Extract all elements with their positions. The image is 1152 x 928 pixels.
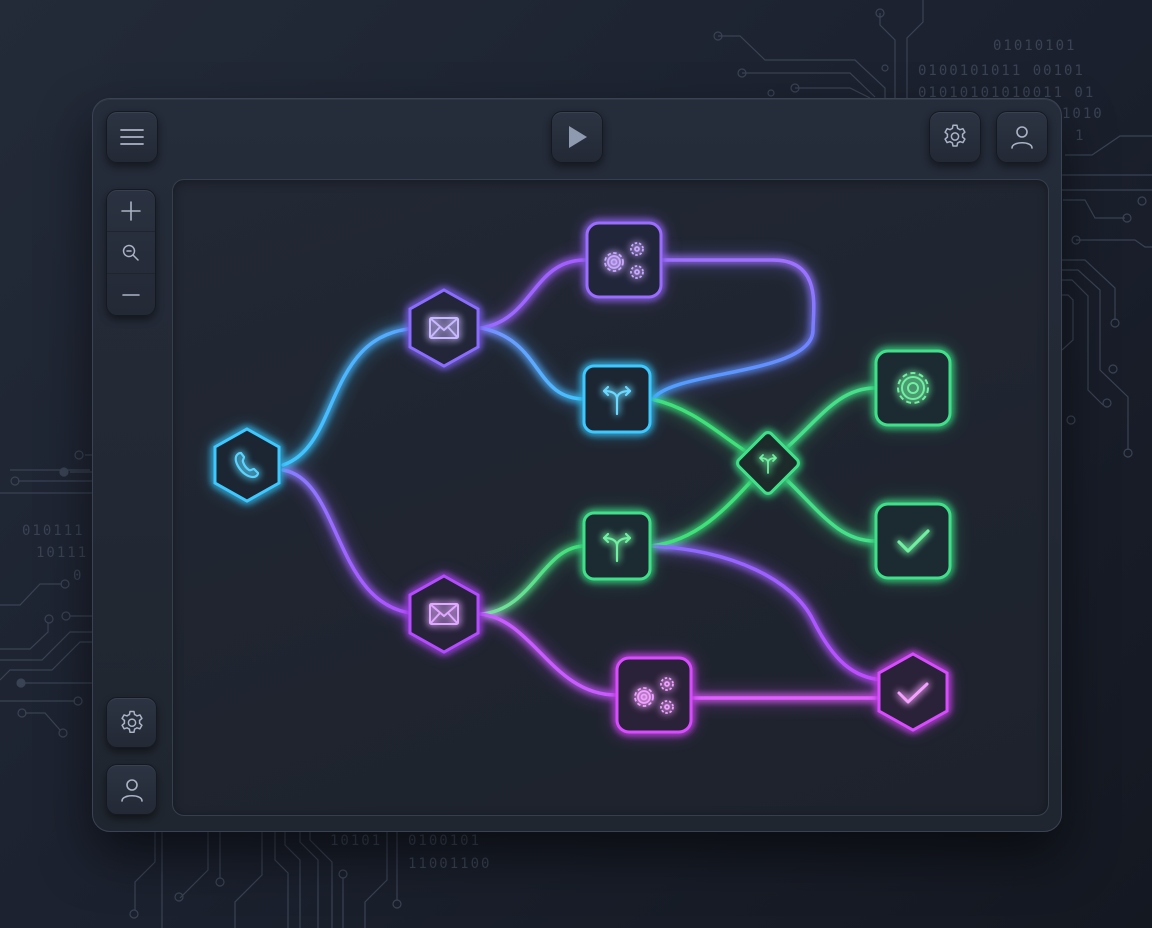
- zoom-in-button[interactable]: [107, 190, 155, 232]
- binary-text: 1: [1075, 128, 1085, 144]
- workflow-graph: [213, 220, 953, 735]
- minus-icon: [122, 293, 140, 296]
- edge-email-process: [479, 258, 587, 330]
- edge-emailb-splitb: [479, 544, 587, 616]
- binary-text: 010111: [22, 523, 85, 539]
- profile-button[interactable]: [996, 111, 1048, 163]
- binary-text: 0100101: [408, 833, 481, 849]
- binary-text: 01010101010011 01: [918, 85, 1095, 101]
- workflow-canvas[interactable]: [172, 179, 1049, 816]
- menu-button[interactable]: [106, 111, 158, 163]
- node-process-bottom[interactable]: [614, 655, 694, 735]
- user-icon: [1011, 126, 1033, 149]
- hamburger-menu-icon: [120, 129, 144, 145]
- sidebar-settings-button[interactable]: [106, 697, 157, 748]
- gear-icon: [944, 124, 966, 147]
- run-workflow-button[interactable]: [551, 111, 603, 163]
- gear-icon: [120, 710, 143, 733]
- edge-process-split: [651, 258, 816, 401]
- node-process-top[interactable]: [584, 220, 664, 300]
- envelope-icon: [429, 603, 459, 625]
- node-email-top[interactable]: [408, 288, 480, 368]
- user-icon: [120, 778, 143, 802]
- split-arrows-icon: [602, 385, 632, 416]
- node-complete[interactable]: [877, 652, 949, 732]
- binary-text: 10101: [330, 833, 382, 849]
- zoom-out-button[interactable]: [107, 274, 155, 315]
- node-success-output[interactable]: [873, 501, 953, 581]
- gear-icon: [897, 372, 929, 404]
- node-split-top[interactable]: [582, 364, 652, 434]
- settings-button[interactable]: [929, 111, 981, 163]
- edge-email-split: [479, 326, 587, 401]
- sidebar-profile-button[interactable]: [106, 764, 157, 815]
- phone-icon: [234, 451, 260, 479]
- binary-text: 11001100: [408, 856, 491, 872]
- zoom-controls: [106, 189, 156, 316]
- node-split-bottom[interactable]: [582, 511, 652, 581]
- edge-call-email-bottom: [281, 468, 425, 616]
- binary-text: 0100101011 00101: [918, 63, 1085, 79]
- binary-text: 0: [73, 568, 83, 584]
- magnifier-minus-icon: [122, 244, 139, 261]
- edge-call-email-top: [281, 326, 425, 467]
- node-settings-output[interactable]: [873, 348, 953, 428]
- gears-icon: [604, 242, 644, 279]
- edge-emailb-processb: [479, 612, 618, 697]
- split-arrows-icon: [759, 454, 777, 474]
- binary-text: 1010: [1062, 106, 1104, 122]
- check-icon: [897, 682, 929, 704]
- node-call-trigger[interactable]: [213, 427, 281, 503]
- node-email-bottom[interactable]: [408, 574, 480, 654]
- check-icon: [897, 529, 930, 553]
- envelope-icon: [429, 317, 459, 339]
- plus-icon: [121, 200, 141, 221]
- play-icon: [569, 126, 587, 148]
- binary-text: 01010101: [993, 38, 1076, 54]
- edge-splitb-complete: [649, 544, 885, 682]
- split-arrows-icon: [602, 532, 632, 563]
- node-decision[interactable]: [734, 429, 802, 497]
- zoom-fit-button[interactable]: [107, 232, 155, 274]
- workflow-editor-window: [92, 98, 1062, 832]
- binary-text: 10111: [36, 545, 88, 561]
- gears-icon: [634, 677, 674, 714]
